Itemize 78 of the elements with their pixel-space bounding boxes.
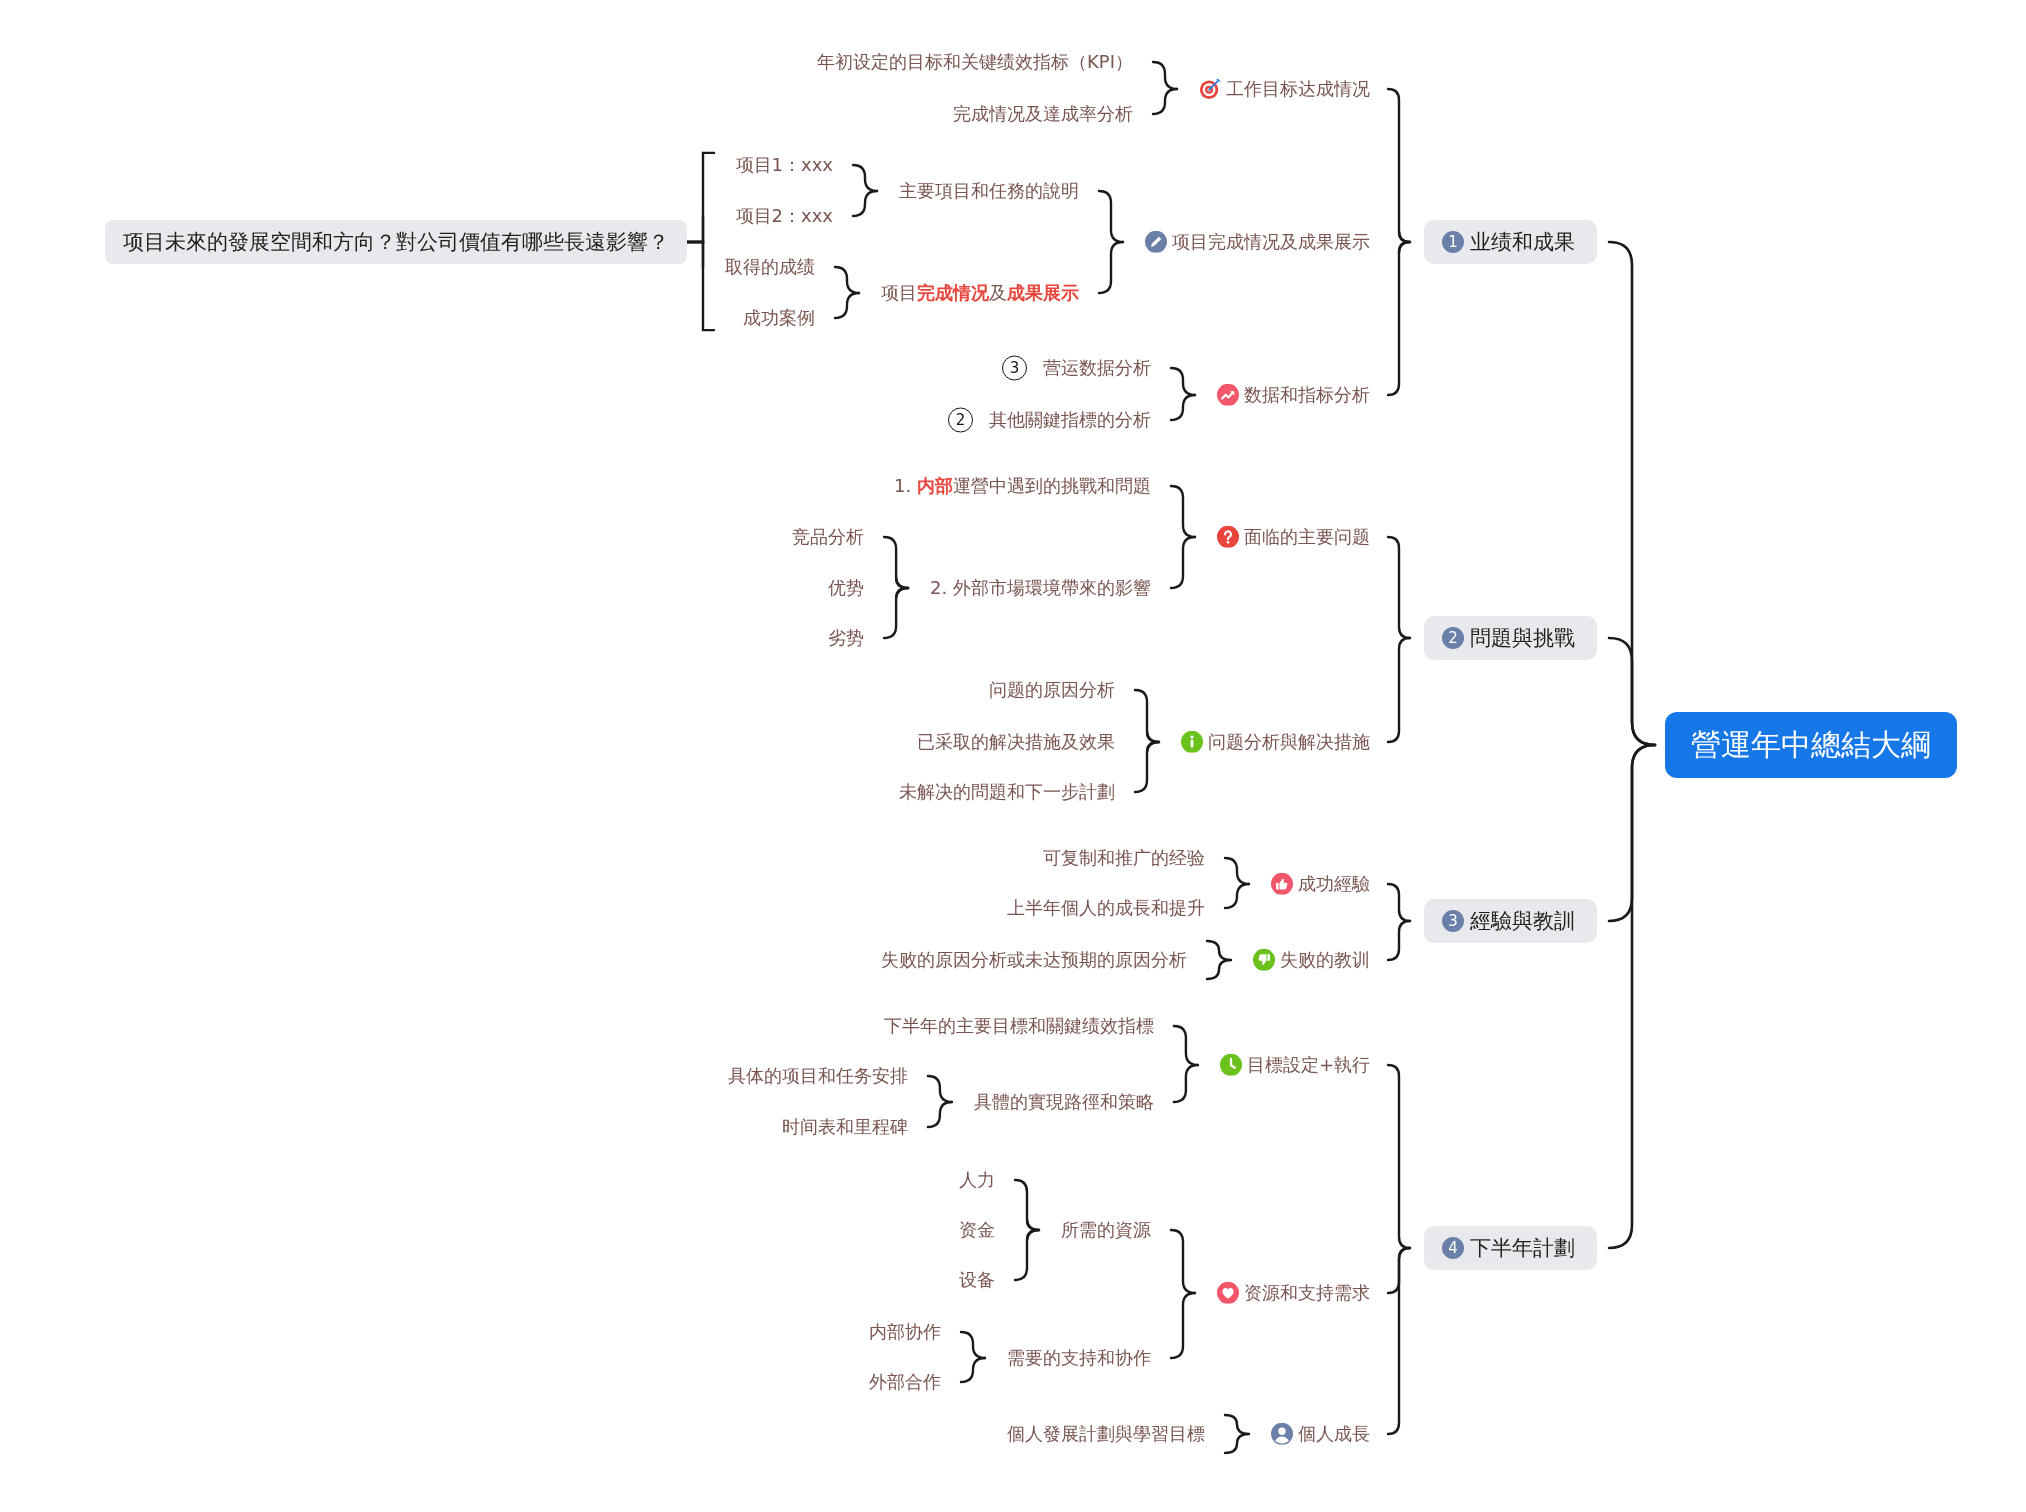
subtopic-text: 已采取的解决措施及效果 (909, 729, 1123, 755)
summary-box: 项目未來的發展空間和方向？對公司價值有哪些長遠影響？ (105, 220, 687, 264)
subtopic-text: 需要的支持和协作 (999, 1345, 1159, 1371)
topic-label: 經驗與教訓 (1470, 908, 1575, 935)
subtopic-label: 個人成長 (1298, 1421, 1370, 1446)
subtopic-text: 1. 内部運營中遇到的挑戰和問題 (886, 473, 1159, 499)
topic-label: 下半年計劃 (1470, 1235, 1575, 1262)
subtopic-text: 年初设定的目标和关键绩效指标（KPI） (809, 49, 1141, 75)
brace-connector (1133, 740, 1161, 794)
subtopic-text: 外部合作 (861, 1369, 949, 1395)
brace-connector (959, 1356, 987, 1384)
subtopic-label: 其他關鍵指標的分析 (989, 407, 1151, 432)
subtopic-text: 下半年的主要目標和關鍵绩效指標 (875, 1013, 1162, 1039)
brace-connector (1223, 1413, 1251, 1455)
subtopic-text: 主要項目和任務的說明 (891, 178, 1087, 204)
subtopic-text: 可复制和推广的经验 (1035, 845, 1213, 871)
topic-box (1424, 220, 1597, 264)
number-marker: 4 (1442, 1237, 1464, 1259)
brace-connector (1386, 1246, 1412, 1436)
subtopic-label: 工作目标达成情况 (1226, 76, 1370, 101)
subtopic-label: 失败的教训 (1280, 947, 1370, 972)
number-marker: 3 (1442, 910, 1464, 932)
subtopic-label: 资源和支持需求 (1244, 1280, 1370, 1305)
brace-connector (1097, 240, 1125, 295)
subtopic-label: 数据和指标分析 (1244, 382, 1370, 407)
subtopic-text: 时间表和里程碑 (773, 1114, 916, 1140)
subtopic-text: 项目1：xxx (727, 152, 841, 178)
central-topic: 營運年中總結大綱 (1665, 712, 1957, 778)
brace-connector (1172, 1063, 1200, 1104)
brace-connector (1169, 535, 1197, 590)
topic-box (1424, 616, 1597, 660)
brace-connector (1386, 636, 1412, 744)
brace-connector (1169, 1291, 1197, 1360)
subtopic-text: 取得的成绩 (717, 254, 823, 280)
brace-connector (851, 189, 879, 218)
subtopic-text: 2. 外部市場環境帶來的影響 (922, 575, 1159, 601)
number-marker: 1 (1442, 231, 1464, 253)
brace-connector (882, 586, 910, 640)
subtopic-text: 内部协作 (861, 1319, 949, 1345)
subtopic-text: 成功案例 (735, 305, 823, 331)
brace-connector (1013, 1228, 1041, 1282)
subtopic-text: 所需的資源 (1053, 1217, 1159, 1243)
subtopic-text: 劣势 (820, 625, 873, 651)
subtopic-text: 上半年個人的成長和提升 (999, 895, 1213, 921)
topic-box (1424, 1226, 1597, 1270)
subtopic-text: 问题的原因分析 (981, 677, 1123, 703)
subtopic-text: 個人發展計劃與學習目標 (999, 1421, 1213, 1447)
number-marker: 2 (1442, 627, 1464, 649)
brace-connector (833, 291, 861, 320)
topic-box (1424, 899, 1597, 943)
subtopic-text: 项目完成情况及成果展示 (873, 280, 1087, 306)
subtopic-text: 完成情况及達成率分析 (945, 101, 1141, 127)
subtopic-text: 资金 (951, 1217, 1003, 1243)
subtopic-text: 具體的實現路徑和策略 (965, 1089, 1162, 1115)
subtopic-text: 未解决的問題和下一步計劃 (891, 779, 1123, 805)
bracket-connector (685, 240, 716, 332)
subtopic-label: 目標設定+執行 (1246, 1052, 1370, 1077)
subtopic-text: 竞品分析 (784, 524, 873, 550)
brace-connector (1205, 939, 1233, 981)
subtopic-label: 面临的主要问题 (1244, 524, 1370, 549)
subtopic-text: 项目2：xxx (727, 203, 841, 229)
subtopic-text: 优势 (820, 575, 873, 601)
subtopic-text: 失败的原因分析或未达预期的原因分析 (873, 947, 1195, 973)
brace-connector (926, 1100, 954, 1129)
subtopic-label: 项目完成情况及成果展示 (1172, 229, 1370, 254)
topic-label: 业绩和成果 (1470, 229, 1575, 256)
subtopic-text: 设备 (951, 1267, 1003, 1293)
subtopic-label: 问题分析與解决措施 (1208, 729, 1370, 754)
subtopic-label: 成功經驗 (1298, 871, 1370, 896)
subtopic-text: 具体的项目和任务安排 (719, 1063, 916, 1089)
subtopic-label: 营运数据分析 (1043, 355, 1151, 380)
topic-label: 問題與挑戰 (1470, 625, 1575, 652)
subtopic-text: 人力 (951, 1167, 1003, 1193)
brace-connector (1223, 882, 1251, 910)
brace-connector (1386, 240, 1412, 397)
brace-connector (1386, 919, 1412, 962)
brace-connector (1151, 87, 1179, 116)
brace-connector (1169, 393, 1197, 422)
